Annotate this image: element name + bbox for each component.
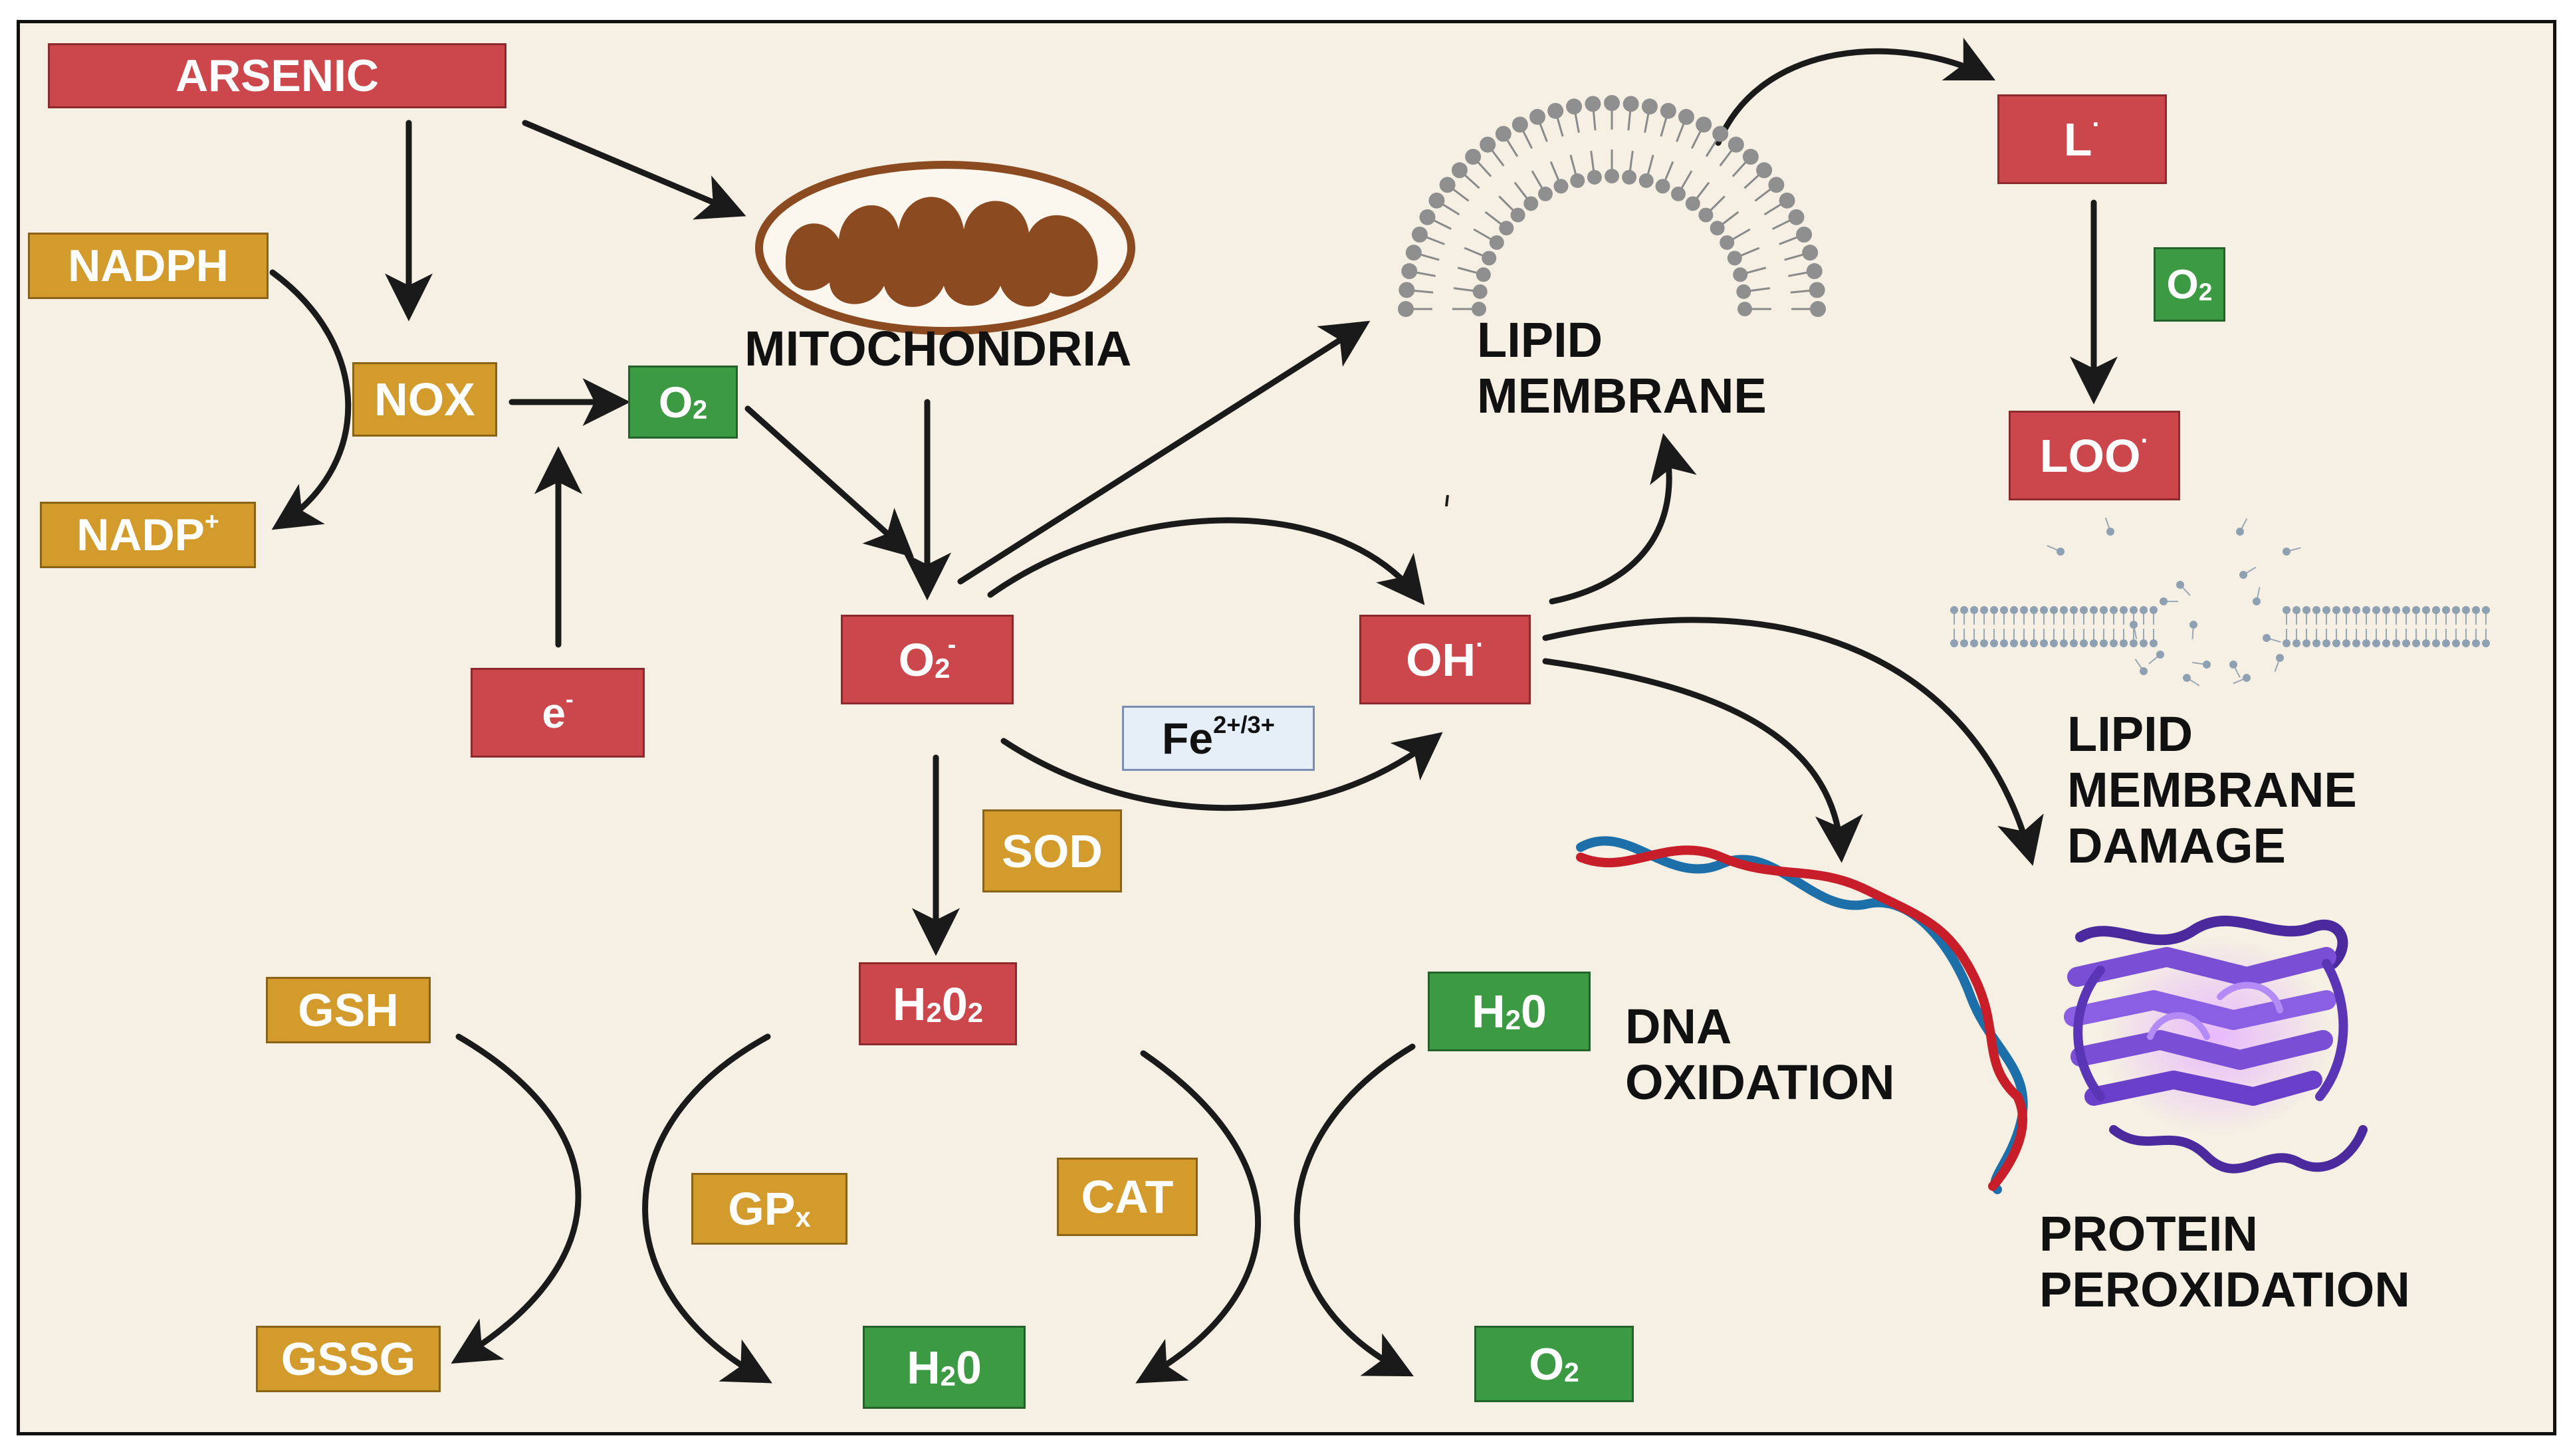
o2-lipid-sub: 2 [2198, 278, 2213, 306]
arrow-h2o2-to-h2o-cat [1135, 1050, 1261, 1384]
gpx-base: GP [728, 1183, 796, 1235]
h2o-right-s: 2 [1505, 1004, 1521, 1036]
superoxide-sup: - [947, 631, 956, 660]
dna-oxidation-label: DNA OXIDATION [1625, 1002, 1895, 1107]
gssg-node: GSSG [256, 1326, 441, 1392]
nox-label: NOX [374, 373, 475, 425]
protein-peroxidation-line-2: PEROXIDATION [2039, 1262, 2410, 1317]
arrow-h2o2-to-h2o-left [642, 1033, 772, 1384]
nadph-label: NADPH [68, 241, 229, 291]
superoxide-base: O [898, 633, 935, 686]
lipid-membrane-label: LIPID MEMBRANE [1477, 316, 1767, 421]
dna-oxidation-line-2: OXIDATION [1625, 1055, 1895, 1110]
arrow-hydroxyl-to-dna [1542, 658, 1863, 863]
gpx-sub: x [795, 1201, 811, 1233]
h2o2-a: H [892, 978, 927, 1030]
lipid-damage-line-1: LIPID [2067, 706, 2193, 762]
protein-peroxidation-line-1: PROTEIN [2039, 1206, 2258, 1261]
arrow-superoxide-to-hydroxyl [987, 517, 1425, 605]
nadp-label: NADP [76, 510, 205, 560]
peroxyl-sup: · [2140, 427, 2150, 456]
arrow-hydroxyl-to-lipid [1549, 433, 1697, 605]
gsh-label: GSH [298, 984, 399, 1036]
lipid-radical-sup: · [2092, 110, 2101, 140]
fe-sup: 2+/3+ [1213, 711, 1275, 739]
arrow-fe-to-hydroxyl [1000, 732, 1443, 811]
h2o-center-s: 2 [940, 1360, 956, 1392]
o2-lipid-base: O [2166, 261, 2199, 308]
protein-peroxidation-label: PROTEIN PEROXIDATION [2039, 1209, 2410, 1314]
superoxide-sub: 2 [935, 652, 951, 684]
lipid-damage-line-2: MEMBRANE [2067, 762, 2357, 817]
sod-node: SOD [982, 809, 1122, 892]
nadp-sup: + [204, 506, 219, 535]
h2o-center-b: 0 [955, 1341, 982, 1394]
arrows [269, 37, 2118, 1384]
hydroxyl-sup: · [1476, 631, 1484, 660]
fe-base: Fe [1162, 714, 1214, 763]
gssg-label: GSSG [280, 1333, 416, 1385]
o2-nox-base: O [658, 377, 693, 427]
arrow-h2o-to-o2 [1293, 1043, 1416, 1377]
mitochondria-label: MITOCHONDRIA [744, 321, 1132, 376]
arrow-superoxide-to-lipid [957, 320, 1371, 585]
nadp-node: NADP+ [40, 502, 256, 568]
lipid-radical-base: L [2063, 113, 2092, 165]
damaged-membrane-icon [1950, 517, 2490, 686]
cat-node: CAT [1057, 1158, 1198, 1236]
arrow-nadph-to-nadp [269, 269, 352, 530]
arrow-lipid-to-lradical [1715, 37, 1996, 146]
electron-sup: - [565, 686, 574, 713]
tick-mark [1445, 494, 1449, 507]
h2o-center-a: H [907, 1341, 941, 1394]
arrow-arsenic-to-mitochondria [522, 120, 746, 220]
hydroxyl-base: OH [1406, 633, 1476, 686]
h2o2-s1: 2 [926, 996, 942, 1028]
lipid-bilayer-icon [1398, 95, 1826, 317]
gsh-node: GSH [266, 977, 431, 1043]
arrow-o2-to-superoxide [744, 405, 915, 558]
h2o2-s2: 2 [967, 996, 984, 1028]
lipid-membrane-line-1: LIPID [1477, 312, 1603, 367]
lipid-radical-node: L· [1997, 94, 2167, 184]
electron-node: e- [471, 668, 645, 758]
lipid-damage-label: LIPID MEMBRANE DAMAGE [2067, 710, 2357, 871]
dna-oxidation-line-1: DNA [1625, 999, 1732, 1054]
dna-helix-icon [1576, 836, 2028, 1194]
o2-bottom-sub: 2 [1564, 1357, 1579, 1388]
mitochondria-icon [755, 161, 1135, 335]
arsenic-node: ARSENIC [48, 43, 506, 108]
nadph-node: NADPH [28, 233, 269, 299]
arrow-hydroxyl-to-protein [1542, 617, 2044, 867]
o2-nox-sub: 2 [693, 395, 708, 425]
peroxyl-node: LOO· [2009, 411, 2180, 500]
h2o-right-a: H [1472, 986, 1506, 1037]
hydroxyl-node: OH· [1359, 615, 1531, 704]
nox-node: NOX [352, 362, 497, 437]
sod-label: SOD [1002, 825, 1103, 877]
lipid-damage-line-3: DAMAGE [2067, 818, 2286, 873]
electron-base: e [542, 688, 566, 737]
arrow-gsh-to-gssg [451, 1033, 582, 1364]
cat-label: CAT [1081, 1171, 1174, 1223]
h2o-right-b: 0 [1520, 986, 1547, 1037]
o2-bottom-base: O [1529, 1338, 1565, 1390]
arsenic-label: ARSENIC [175, 51, 380, 101]
peroxyl-base: LOO [2039, 429, 2141, 482]
h2o2-b: 0 [941, 978, 968, 1030]
lipid-membrane-line-2: MEMBRANE [1477, 368, 1767, 423]
protein-icon [2064, 915, 2368, 1174]
